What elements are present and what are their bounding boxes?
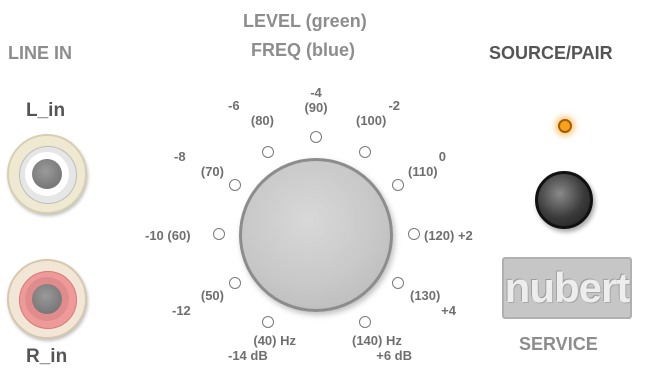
- dial-label-minus12: (50) -12: [170, 288, 224, 318]
- r-in-label: R_in: [26, 346, 68, 367]
- service-label: SERVICE: [519, 334, 598, 354]
- level-freq-value: (120) +2: [424, 228, 473, 243]
- source-pair-button[interactable]: [535, 171, 593, 229]
- line-in-title: LINE IN: [8, 43, 73, 63]
- level-value: 0: [438, 149, 446, 164]
- freq-value: (40) Hz: [253, 333, 296, 348]
- freq-value: (80): [250, 113, 274, 128]
- level-freq-knob[interactable]: [239, 158, 393, 312]
- right-input-pin: [32, 284, 62, 314]
- dial-led-plus0: [392, 179, 404, 191]
- level-value: +6 dB: [376, 348, 412, 363]
- freq-value: (110): [408, 164, 438, 179]
- dial-led-plus6: [359, 316, 371, 328]
- nubert-logo-text: nubert: [504, 264, 631, 311]
- level-value: -12: [172, 303, 191, 318]
- dial-led-minus6: [262, 146, 274, 158]
- source-pair-title: SOURCE/PAIR: [489, 43, 613, 63]
- left-input-jack[interactable]: [7, 134, 87, 214]
- level-value: -6: [228, 98, 240, 113]
- level-value: -2: [388, 98, 400, 113]
- freq-value: (90): [304, 100, 328, 115]
- dial-label-plus6: (140) Hz +6 dB: [350, 333, 420, 363]
- level-freq-value: -10 (60): [145, 228, 191, 243]
- level-value: -14 dB: [228, 348, 268, 363]
- freq-value: (130): [410, 288, 441, 303]
- nubert-logo[interactable]: nubert: [502, 257, 632, 319]
- dial-label-minus4: -4 (90): [296, 85, 336, 115]
- freq-value: (50): [200, 288, 224, 303]
- dial-led-plus4: [392, 277, 404, 289]
- dial-label-minus14: (40) Hz -14 dB: [228, 333, 298, 363]
- dial-label-plus0: 0 (110): [408, 149, 454, 179]
- left-input-pin: [32, 159, 62, 189]
- level-value: -4: [310, 85, 322, 100]
- l-in-label: L_in: [26, 100, 66, 121]
- dial-led-minus4: [310, 131, 322, 143]
- level-value: -8: [174, 149, 186, 164]
- status-led: [558, 119, 572, 133]
- level-value: +4: [441, 303, 456, 318]
- freq-value: (100): [356, 113, 387, 128]
- dial-label-minus10: -10 (60): [145, 228, 191, 243]
- dial-label-minus6: -6 (80): [218, 98, 274, 128]
- dial-led-minus14: [262, 316, 274, 328]
- dial-led-minus12: [229, 277, 241, 289]
- dial-led-minus8: [229, 179, 241, 191]
- dial-led-minus10: [213, 228, 225, 240]
- freq-value: (70): [200, 164, 224, 179]
- right-input-jack[interactable]: [7, 259, 87, 339]
- dial-led-plus2: [408, 228, 420, 240]
- dial-led-minus2: [359, 146, 371, 158]
- dial-label-minus2: -2 (100): [356, 98, 406, 128]
- freq-value: (140) Hz: [352, 333, 402, 348]
- freq-title: FREQ (blue): [251, 40, 355, 60]
- level-title: LEVEL (green): [243, 11, 367, 31]
- dial-label-plus4: (130) +4: [410, 288, 456, 318]
- dial-label-plus2: (120) +2: [424, 228, 473, 243]
- dial-label-minus8: -8 (70): [170, 149, 224, 179]
